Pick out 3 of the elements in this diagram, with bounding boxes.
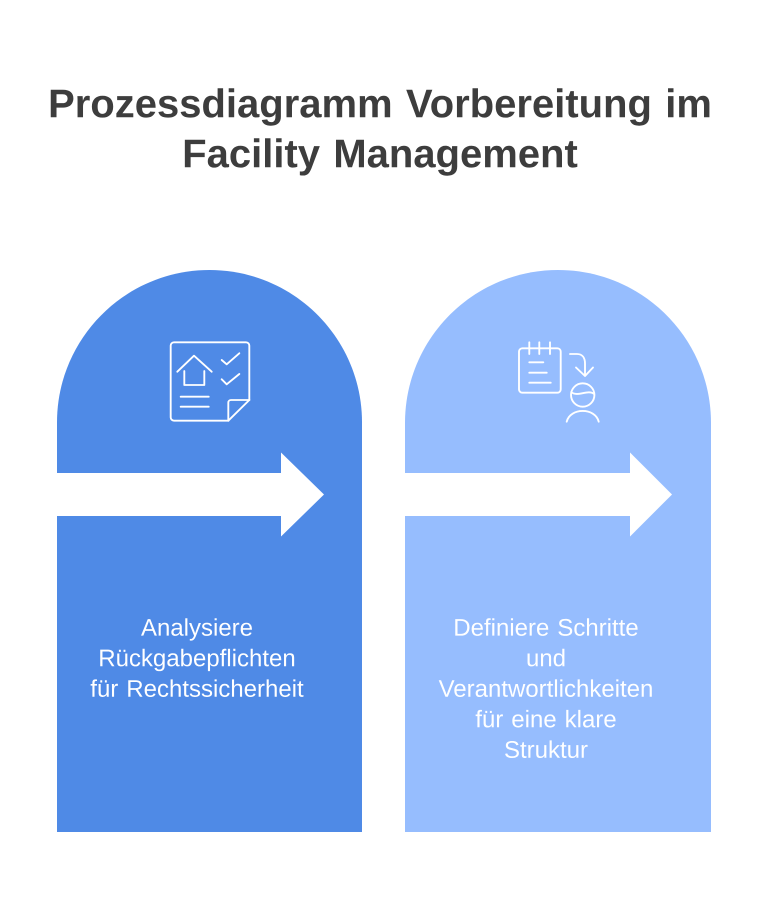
arch-panel: Analysiere Rückgabepflichten für Rechtssicherheit	[57, 270, 362, 832]
arch-panel: Definiere Schritte und Verantwortlichkeiten für eine klare Struktur	[405, 270, 711, 832]
title: Prozessdiagramm Vorbereitung im Facility Management	[50, 88, 710, 176]
